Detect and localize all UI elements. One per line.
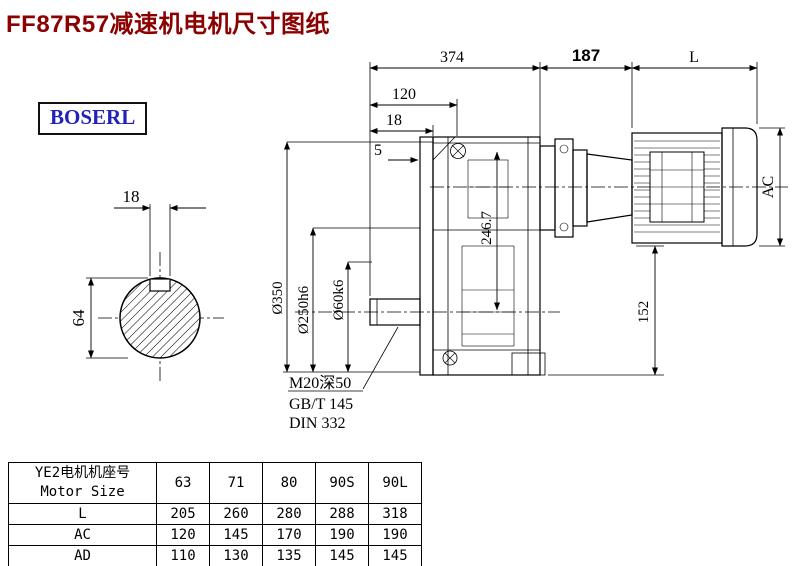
- note-din: DIN 332: [289, 415, 345, 432]
- shaft-bore-circle: [119, 277, 201, 359]
- col-header-90S: 90S: [315, 462, 369, 504]
- dim-187: 187: [572, 46, 600, 65]
- motor-flange: [554, 138, 574, 238]
- cell-AC-90S: 190: [315, 524, 369, 546]
- cell-L-90S: 288: [315, 503, 369, 525]
- dim-120: 120: [392, 86, 416, 103]
- dim-18: 18: [386, 112, 402, 129]
- dim-AC: AC: [760, 176, 777, 198]
- top-dimensions: 374 187 L 120 18 5: [369, 46, 758, 296]
- dim-152: 152: [636, 301, 652, 324]
- dim-shaft-dia: 64: [69, 309, 88, 327]
- bolt-hole-icon: [442, 350, 458, 366]
- note-gbt: GB/T 145: [289, 396, 353, 413]
- dim-5: 5: [374, 142, 382, 159]
- row-label-AD: AD: [8, 545, 157, 566]
- cell-AD-80: 135: [262, 545, 316, 566]
- col-header-90L: 90L: [368, 462, 422, 504]
- table-header-motor-size: YE2电机机座号 Motor Size: [8, 462, 157, 504]
- cell-AC-90L: 190: [368, 524, 422, 546]
- cell-L-71: 260: [209, 503, 263, 525]
- dim-374: 374: [440, 49, 464, 66]
- motor-size-table: YE2电机机座号 Motor Size 63 71 80 90S 90L L 2…: [8, 462, 422, 566]
- table-header-cn: YE2电机机座号: [34, 465, 131, 481]
- shaft-section-view: 18 64: [69, 187, 224, 384]
- adapter-bell: [586, 153, 633, 223]
- tapped-hole-note: M20深50 GB/T 145 DIN 332: [288, 326, 399, 432]
- table-header-en: Motor Size: [40, 484, 125, 500]
- row-label-L: L: [8, 503, 157, 525]
- dim-L: L: [689, 49, 699, 66]
- cell-AC-80: 170: [262, 524, 316, 546]
- table-row-AC: AC 120 145 170 190 190: [8, 524, 422, 546]
- motor-outline: [539, 127, 758, 247]
- brand-logo: BOSERL: [38, 102, 148, 135]
- note-tap: M20深50: [289, 374, 351, 392]
- cell-AC-71: 145: [209, 524, 263, 546]
- table-row-L: L 205 260 280 288 318: [8, 503, 422, 525]
- cell-L-90L: 318: [368, 503, 422, 525]
- cell-AD-71: 130: [209, 545, 263, 566]
- dim-flange-dia: Ø350: [270, 281, 286, 314]
- mounting-flange: [419, 136, 434, 376]
- dim-keyway-width: 18: [123, 187, 140, 206]
- cell-AC-63: 120: [156, 524, 210, 546]
- gearbox-outline: [369, 136, 546, 376]
- dim-spigot-dia: Ø250h6: [296, 285, 312, 334]
- keyway: [149, 278, 171, 292]
- page-title: FF87R57减速机电机尺寸图纸: [6, 11, 331, 38]
- dim-shaft-dia-fit: Ø60k6: [331, 279, 347, 320]
- col-header-71: 71: [209, 462, 263, 504]
- centerlines: [295, 186, 788, 313]
- cell-AD-90S: 145: [315, 545, 369, 566]
- housing-foot: [511, 352, 546, 376]
- gear-housing: [432, 136, 541, 376]
- diameter-dimensions: Ø350 Ø250h6 Ø60k6: [270, 141, 433, 373]
- fan-cover: [721, 127, 758, 247]
- vertical-dimensions: 246.7 152 AC: [479, 127, 785, 376]
- dimension-drawing: 18 64: [69, 46, 788, 432]
- row-label-AC: AC: [8, 524, 157, 546]
- cell-AD-63: 110: [156, 545, 210, 566]
- bolt-hole-icon: [450, 143, 466, 159]
- cell-L-63: 205: [156, 503, 210, 525]
- table-row-AD: AD 110 130 135 145 145: [8, 545, 422, 566]
- col-header-80: 80: [262, 462, 316, 504]
- cell-AD-90L: 145: [368, 545, 422, 566]
- dim-246-7: 246.7: [479, 211, 495, 245]
- cell-L-80: 280: [262, 503, 316, 525]
- col-header-63: 63: [156, 462, 210, 504]
